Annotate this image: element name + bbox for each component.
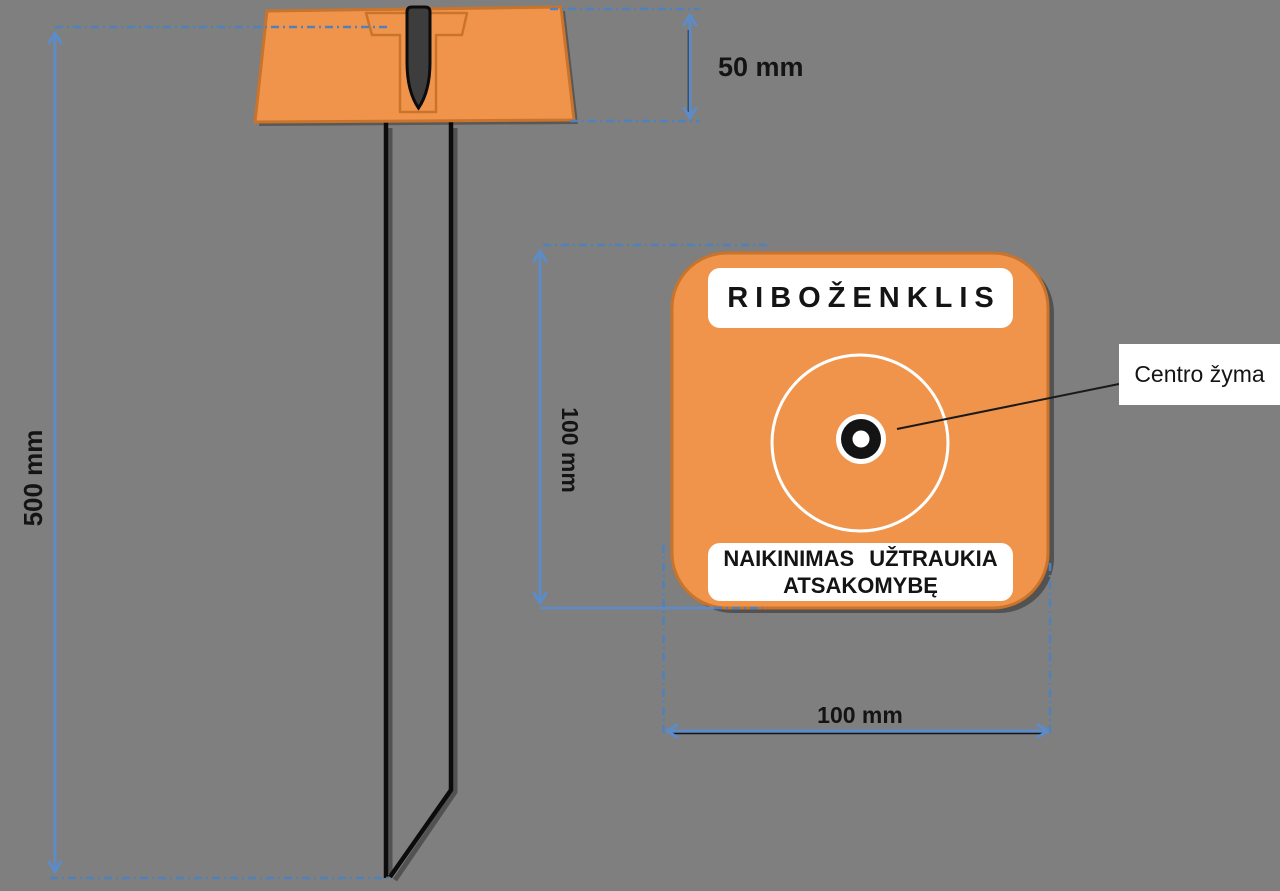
center-callout-label: Centro žyma — [1134, 361, 1265, 387]
top-view-sign — [670, 251, 1120, 613]
sign-title-plate: RIBOŽENKLIS — [708, 268, 1013, 328]
dimension-50mm — [550, 7, 700, 123]
cap-channel — [364, 11, 469, 114]
dimension-label-100mm-horizontal-text: 100 mm — [817, 701, 903, 728]
center-mark-hole — [852, 430, 870, 448]
dimension-label-100mm-vertical: 100 mm — [555, 385, 585, 515]
center-callout-box: Centro žyma — [1119, 344, 1280, 405]
nail-icon — [405, 5, 432, 111]
dimension-100mm-vertical — [532, 243, 770, 610]
dimension-label-100mm-vertical-text: 100 mm — [557, 407, 584, 493]
dimension-label-500mm: 500 mm — [18, 413, 48, 543]
dimension-100mm-horizontal — [662, 545, 1052, 739]
stake-shadow — [387, 128, 458, 882]
callout-line — [896, 383, 1120, 430]
dimension-label-100mm-horizontal: 100 mm — [795, 701, 925, 729]
sign-circle — [770, 353, 950, 533]
dimension-label-500mm-text: 500 mm — [17, 429, 48, 527]
dimension-500mm — [47, 25, 390, 880]
side-view — [253, 5, 578, 882]
dimension-label-50mm-text: 50 mm — [718, 51, 804, 82]
sign-title: RIBOŽENKLIS — [727, 281, 1001, 314]
dimension-label-50mm: 50 mm — [718, 50, 828, 84]
sign-warning-line1: NAIKINIMAS UŽTRAUKIA — [723, 546, 998, 571]
sign-warning-line2: ATSAKOMYBĘ — [783, 573, 938, 598]
sign-warning-plate: NAIKINIMAS UŽTRAUKIA ATSAKOMYBĘ — [708, 543, 1013, 601]
stake-outline — [383, 122, 454, 879]
